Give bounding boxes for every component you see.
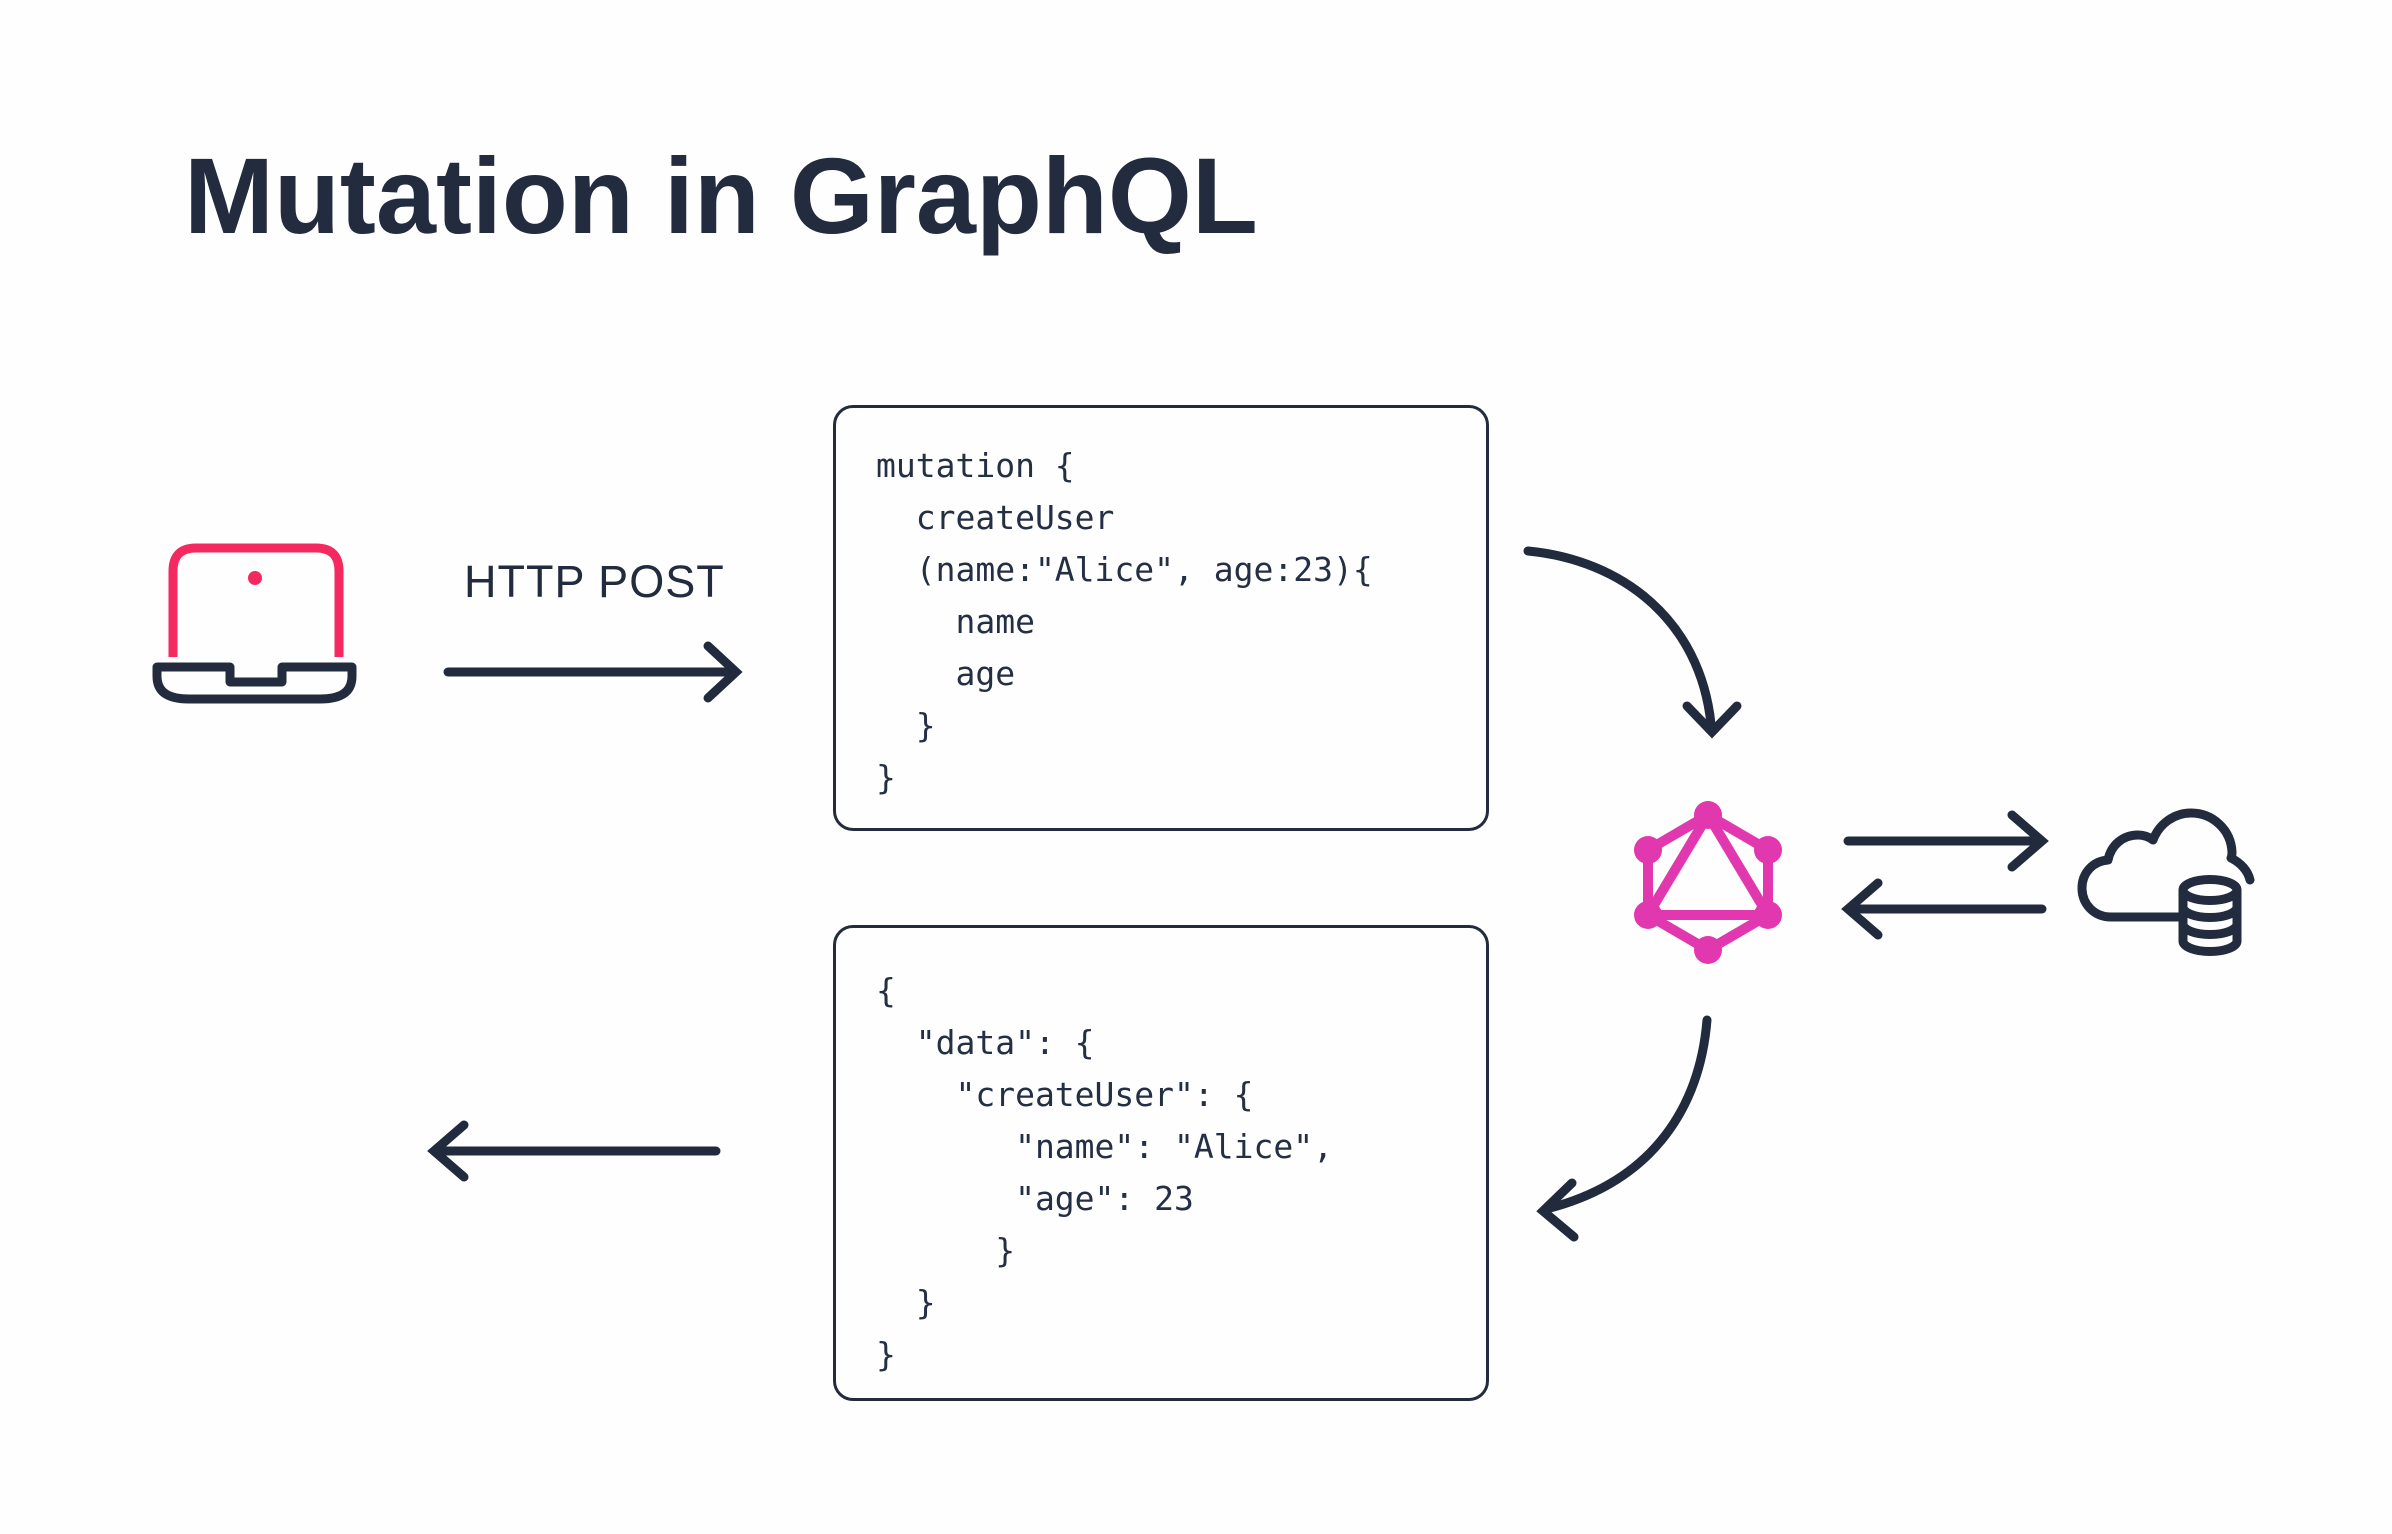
request-to-server-arrow — [1523, 546, 1742, 739]
server-to-storage-arrow — [1843, 810, 2049, 872]
request-code-box — [833, 405, 1489, 831]
graphql-logo-icon — [1634, 801, 1782, 964]
storage-to-server-arrow — [1841, 878, 2047, 940]
request-code: mutation { createUser (name:"Alice", age… — [876, 446, 1373, 797]
database-cylinder — [2178, 875, 2242, 956]
request-arrow — [443, 641, 743, 703]
page-title: Mutation in GraphQL — [184, 135, 1258, 256]
response-arrow — [427, 1120, 721, 1182]
cloud-database-icon — [2077, 808, 2255, 956]
server-to-response-arrow — [1536, 1015, 1712, 1242]
laptop-icon — [152, 543, 357, 704]
response-code-box — [833, 925, 1489, 1401]
laptop-base — [152, 662, 357, 704]
cloud-outline — [2077, 808, 2255, 922]
http-post-label: HTTP POST — [464, 556, 725, 607]
response-code: { "data": { "createUser": { "name": "Ali… — [876, 971, 1333, 1374]
laptop-screen — [168, 543, 344, 657]
laptop-camera-dot — [248, 571, 262, 585]
